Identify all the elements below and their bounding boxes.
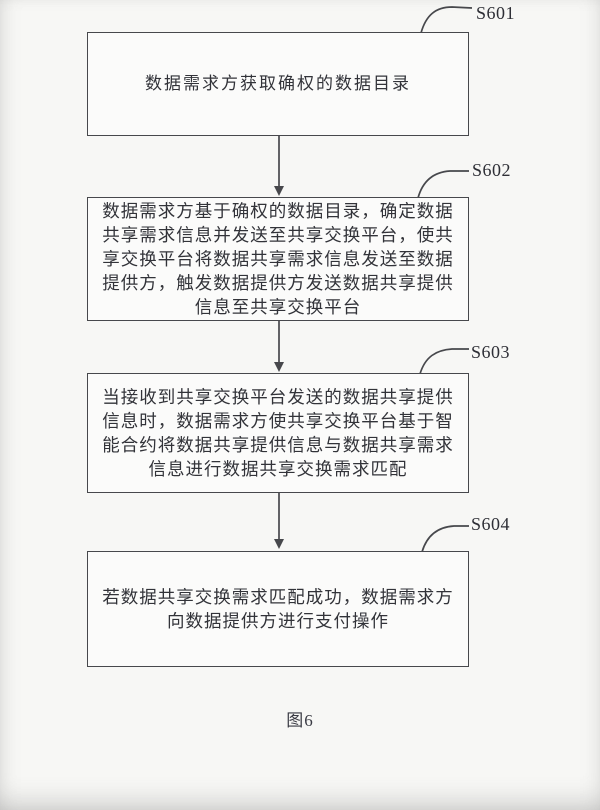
flow-step-box-s602: 数据需求方基于确权的数据目录，确定数据 共享需求信息并发送至共享交换平台，使共 … <box>87 197 469 321</box>
figure-caption: 图6 <box>286 711 314 730</box>
step-label-s604: S604 <box>471 514 511 534</box>
flow-step-text-s604: 若数据共享交换需求匹配成功，数据需求方 向数据提供方进行支付操作 <box>102 587 454 631</box>
flow-step-text-s603: 当接收到共享交换平台发送的数据共享提供 信息时，数据需求方使共享交换平台基于智 … <box>102 387 454 479</box>
leader-line-s603 <box>419 348 469 375</box>
flow-step-text-s601: 数据需求方获取确权的数据目录 <box>145 74 411 93</box>
step-label-s601: S601 <box>476 3 516 23</box>
flow-step-text-s602: 数据需求方基于确权的数据目录，确定数据 共享需求信息并发送至共享交换平台，使共 … <box>102 201 454 317</box>
flow-step-box-s603: 当接收到共享交换平台发送的数据共享提供 信息时，数据需求方使共享交换平台基于智 … <box>87 373 469 493</box>
leader-line-s604 <box>421 525 469 553</box>
flow-step-box-s601: 数据需求方获取确权的数据目录 <box>87 32 469 136</box>
flow-step-box-s604: 若数据共享交换需求匹配成功，数据需求方 向数据提供方进行支付操作 <box>87 551 469 667</box>
step-label-s602: S602 <box>472 160 512 180</box>
arrow-head-2 <box>274 362 284 372</box>
arrow-head-1 <box>274 186 284 196</box>
leader-line-s601 <box>420 6 473 34</box>
step-label-s603: S603 <box>471 342 511 362</box>
arrow-head-3 <box>274 539 284 549</box>
leader-line-s602 <box>417 170 469 199</box>
